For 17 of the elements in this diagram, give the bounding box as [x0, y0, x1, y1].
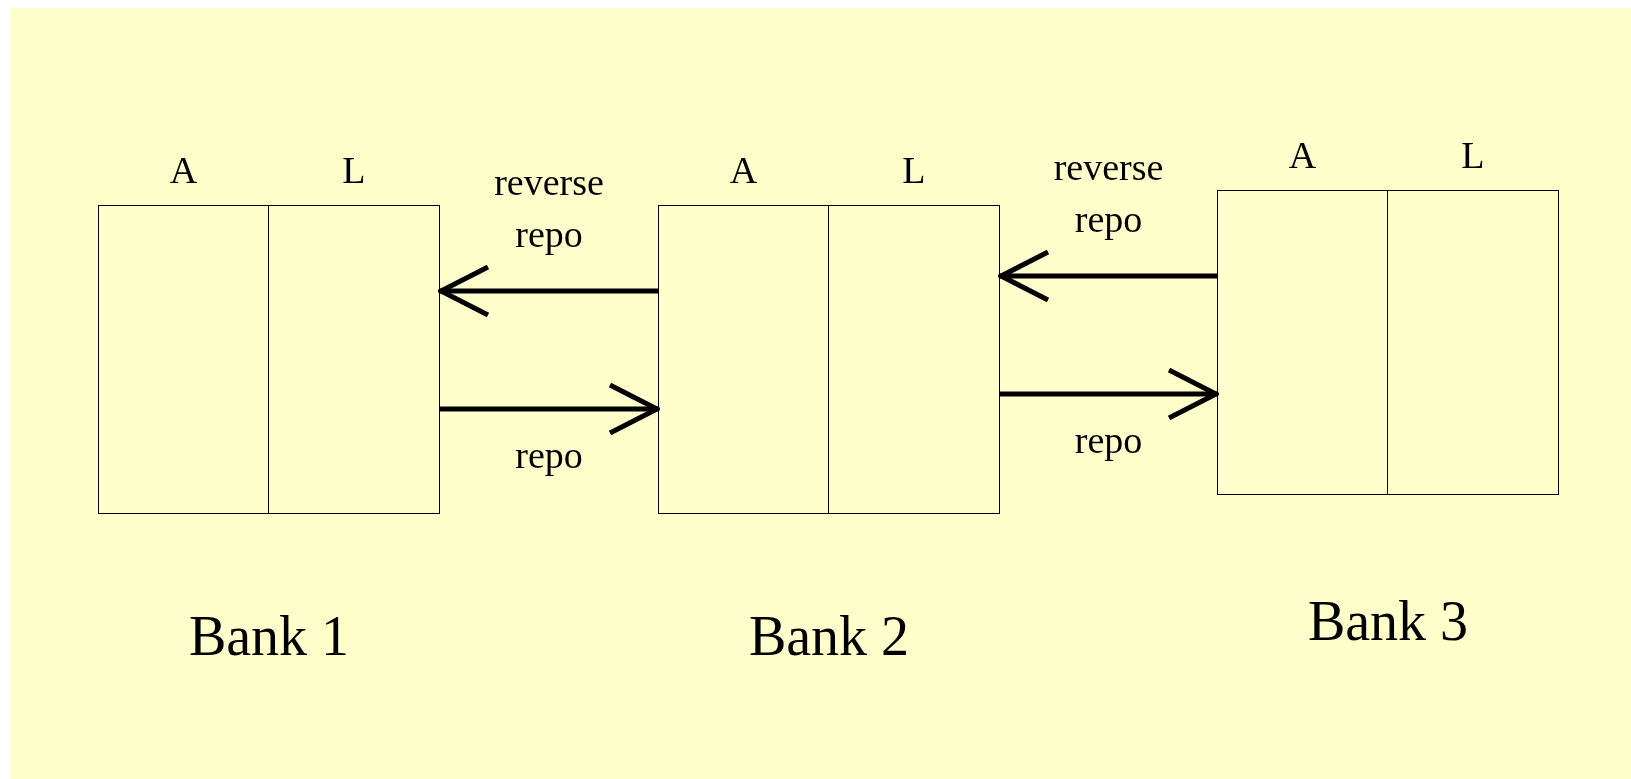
arrow	[998, 249, 1217, 303]
column-heading: A	[728, 148, 759, 192]
arrow	[438, 264, 658, 318]
bank-label: Bank 2	[747, 604, 911, 668]
column-heading: L	[341, 148, 367, 192]
column-heading: L	[901, 148, 927, 192]
edge-label: reverse repo	[1052, 145, 1165, 242]
column-heading: A	[168, 148, 199, 192]
bank-label: Bank 1	[187, 604, 351, 668]
bank-label: Bank 3	[1306, 589, 1470, 653]
arrow	[440, 382, 660, 436]
edge-label: repo	[514, 433, 584, 478]
column-heading: L	[1460, 133, 1486, 177]
edge-label: repo	[1073, 418, 1144, 463]
arrow	[1000, 367, 1219, 421]
column-heading: A	[1287, 133, 1318, 177]
edge-label: reverse repo	[493, 160, 605, 257]
